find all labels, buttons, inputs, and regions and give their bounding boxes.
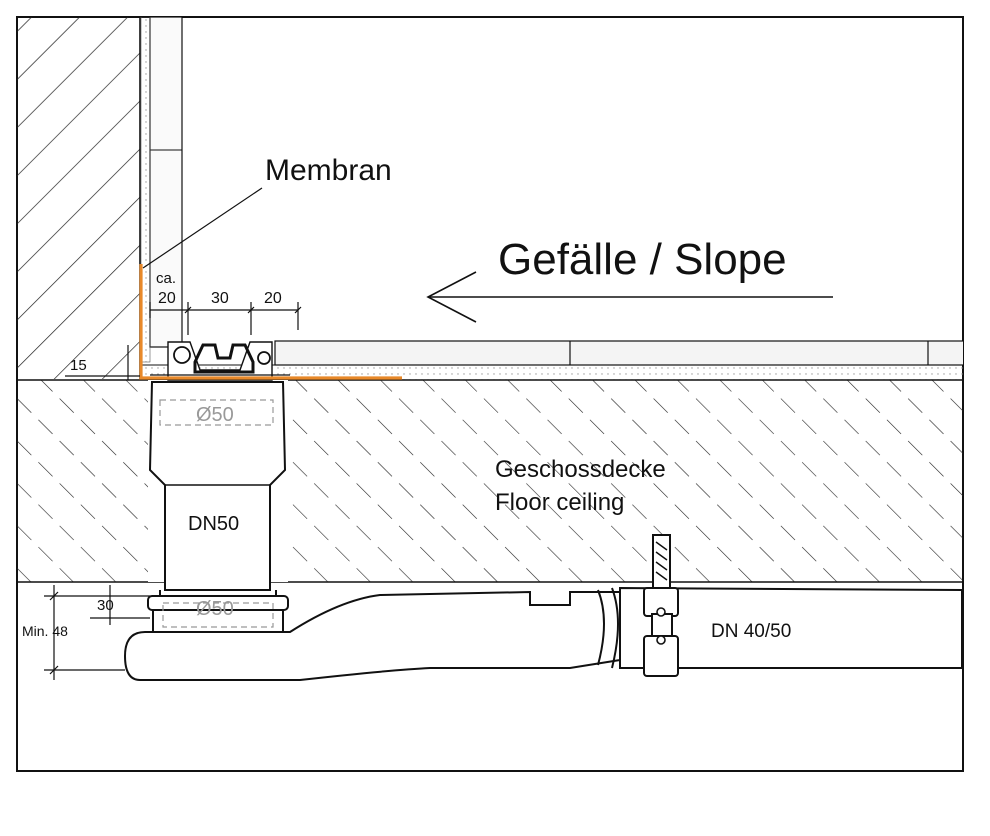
dimension-min48 xyxy=(44,585,150,680)
pipe-clamp xyxy=(643,534,679,677)
horizontal-outlet-pipe xyxy=(123,586,963,681)
dimension-min-48: Min. 48 xyxy=(22,623,68,639)
dimension-left-gap: 20 xyxy=(158,290,176,307)
slope-arrow xyxy=(426,271,833,323)
vertical-drain-pipe xyxy=(148,380,288,591)
membrane-leader xyxy=(142,187,263,269)
membrane-label: Membran xyxy=(265,154,392,187)
ceiling-label-en: Floor ceiling xyxy=(495,489,624,516)
wall-tiles xyxy=(140,17,183,363)
floor-tiles xyxy=(274,340,963,366)
diameter-bottom-label: Ø50 xyxy=(196,598,234,620)
membrane-line xyxy=(139,264,402,380)
diameter-top-label: Ø50 xyxy=(196,404,234,426)
dimension-ca-prefix: ca. xyxy=(156,270,176,287)
top-dimension-line xyxy=(149,302,302,335)
dimension-height-30: 30 xyxy=(97,597,114,614)
wall xyxy=(17,17,140,379)
slope-label: Gefälle / Slope xyxy=(498,235,787,284)
dimension-channel-width: 30 xyxy=(211,290,229,307)
pipe-dn4050-label: DN 40/50 xyxy=(711,621,791,642)
pipe-dn50-label: DN50 xyxy=(188,513,239,535)
dimension-right-gap: 20 xyxy=(264,290,282,307)
drain-channel xyxy=(167,341,273,381)
dimension-15 xyxy=(65,345,140,380)
dimension-height-15: 15 xyxy=(70,357,87,374)
pipe-sleeve xyxy=(147,590,289,633)
ceiling-label-de: Geschossdecke xyxy=(495,456,666,483)
